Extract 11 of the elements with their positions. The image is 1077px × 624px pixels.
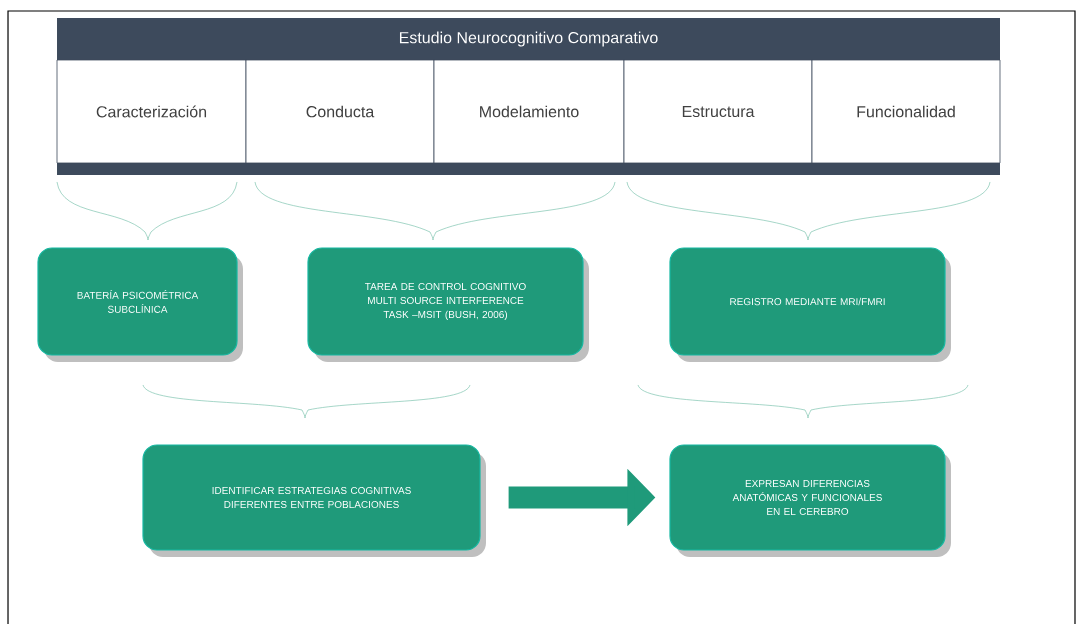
- process-box: BATERÍA PSICOMÉTRICA SUBCLÍNICA: [37, 247, 243, 362]
- process-box: EXPRESAN DIFERENCIAS ANATÓMICAS Y FUNCIONALES EN EL CEREBRO: [669, 444, 951, 557]
- table-cell: Funcionalidad: [811, 59, 1001, 164]
- process-box: IDENTIFICAR ESTRATEGIAS COGNITIVAS DIFERENTES ENTRE POBLACIONES: [142, 444, 486, 557]
- table-header: Estudio Neurocognitivo Comparativo: [57, 18, 1000, 60]
- process-box: TAREA DE CONTROL COGNITIVO MULTI SOURCE INTERFERENCE TASK –MSIT (BUSH, 2006): [307, 247, 589, 362]
- table-cell: Conducta: [245, 59, 435, 164]
- process-box: REGISTRO MEDIANTE MRI/FMRI: [669, 247, 951, 362]
- table-cell: Modelamiento: [433, 59, 625, 164]
- table-cell: Estructura: [623, 59, 813, 164]
- table-cell: Caracterización: [56, 59, 247, 164]
